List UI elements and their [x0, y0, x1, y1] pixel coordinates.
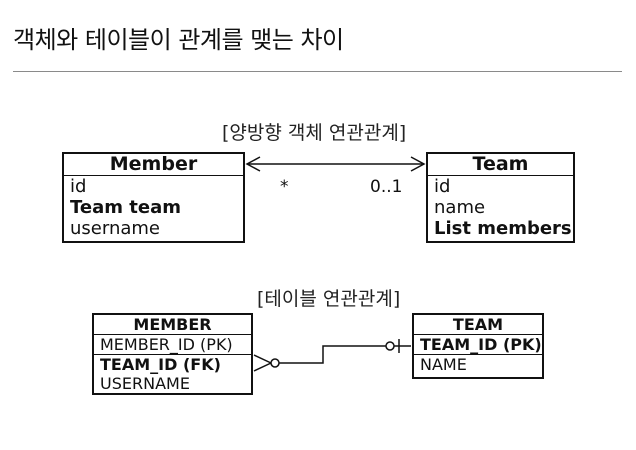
team-field-id: id	[434, 176, 451, 197]
member-class-box: Member id Team team username	[62, 152, 245, 243]
arrowhead-right-icon	[410, 156, 426, 172]
multiplicity-many: *	[280, 177, 289, 197]
member-username-column: USERNAME	[100, 374, 190, 393]
member-class-name: Member	[64, 154, 243, 176]
page-title: 객체와 테이블이 관계를 맺는 차이	[13, 26, 344, 54]
title-divider	[13, 71, 622, 72]
team-field-name: name	[434, 197, 486, 218]
crows-foot-bottom	[253, 362, 272, 372]
object-diagram-caption: [양방향 객체 연관관계]	[222, 122, 407, 144]
multiplicity-zero-or-one: 0..1	[370, 177, 403, 197]
team-pk-column: TEAM_ID (PK)	[414, 335, 542, 355]
optional-circle-one-icon	[385, 341, 395, 351]
member-field-team: Team team	[70, 197, 181, 218]
team-table-name: TEAM	[414, 315, 542, 335]
team-table-box: TEAM TEAM_ID (PK) NAME	[412, 313, 544, 379]
member-table-name: MEMBER	[94, 315, 251, 335]
optional-circle-many-icon	[270, 358, 280, 368]
team-field-members: List members	[434, 218, 572, 239]
table-diagram-caption: [테이블 연관관계]	[257, 288, 401, 310]
member-field-username: username	[70, 218, 160, 239]
team-class-name: Team	[428, 154, 573, 176]
member-table-box: MEMBER MEMBER_ID (PK) TEAM_ID (FK) USERN…	[92, 313, 253, 395]
arrowhead-left-icon	[245, 156, 261, 172]
team-class-box: Team id name List members	[426, 152, 575, 243]
member-field-id: id	[70, 176, 87, 197]
relationship-line	[276, 345, 386, 364]
member-pk-column: MEMBER_ID (PK)	[94, 335, 251, 355]
team-name-column: NAME	[420, 355, 467, 374]
member-fk-column: TEAM_ID (FK)	[100, 355, 221, 374]
crows-foot-top	[253, 354, 272, 364]
